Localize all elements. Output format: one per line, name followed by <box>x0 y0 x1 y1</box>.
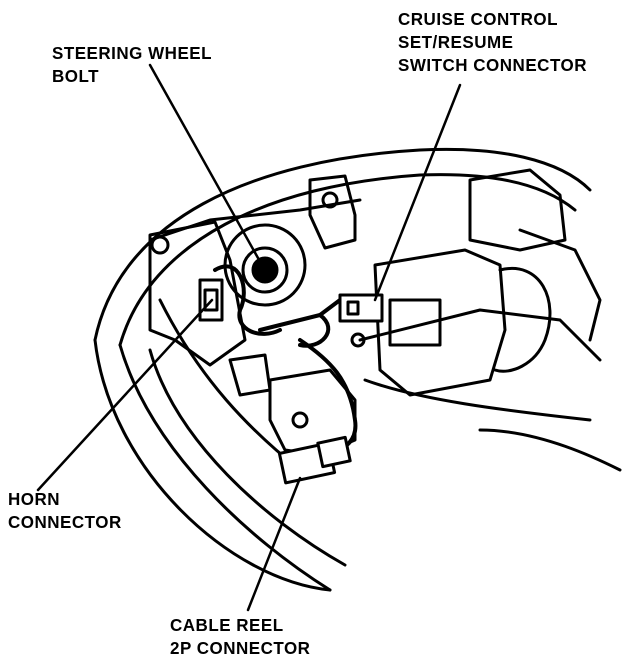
leader-lines <box>36 63 462 612</box>
steering-wheel-bolt <box>223 223 307 307</box>
leader-cruise-control <box>373 83 462 302</box>
cruise-switch-housing <box>373 168 567 397</box>
cable-reel-connector <box>277 435 352 485</box>
leader-steering-wheel-bolt <box>148 63 260 260</box>
leader-cable-reel <box>246 476 302 612</box>
cable-reel-connector-label: CABLE REEL 2P CONNECTOR <box>170 615 311 659</box>
steering-wheel-rim <box>93 147 592 592</box>
horn-connector <box>198 278 224 322</box>
cruise-control-label: CRUISE CONTROL SET/RESUME SWITCH CONNECT… <box>398 9 588 76</box>
horn-connector-label: HORN CONNECTOR <box>8 489 122 533</box>
leader-horn <box>36 298 214 492</box>
steering-wheel-spokes <box>148 198 622 472</box>
hub-plate <box>148 174 366 457</box>
steering-wheel-bolt-label: STEERING WHEEL BOLT <box>52 43 213 87</box>
